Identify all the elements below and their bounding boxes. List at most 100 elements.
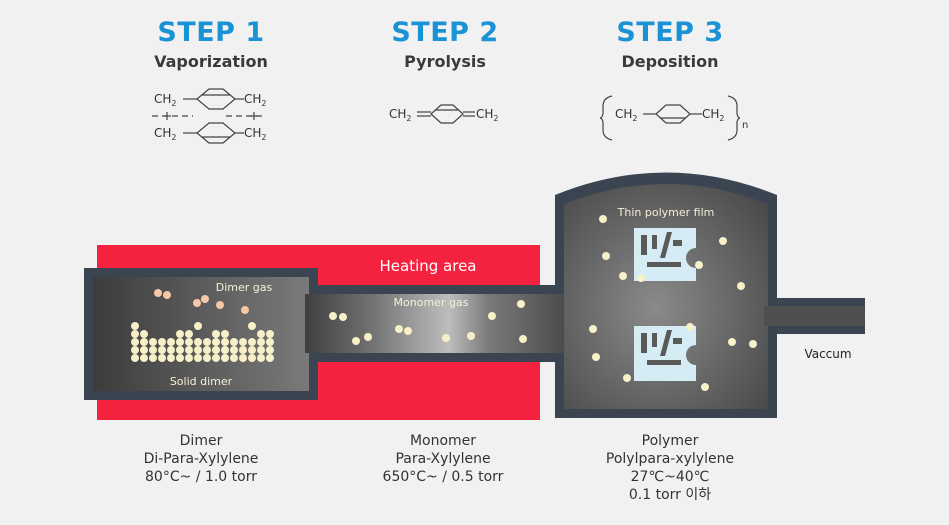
solid-dimer-label: Solid dimer bbox=[170, 375, 233, 388]
solid-dimer-particle bbox=[158, 338, 166, 346]
polymer-caption: Polymer Polylpara-xylylene 27℃~40℃ 0.1 t… bbox=[560, 432, 780, 504]
svg-text:CH2: CH2 bbox=[476, 107, 499, 123]
step-3-name: Deposition bbox=[621, 52, 719, 71]
polymer-formula-text: CH2 CH2 n bbox=[615, 107, 748, 131]
solid-dimer-particle bbox=[140, 346, 148, 354]
caption-compound: Polylpara-xylylene bbox=[605, 451, 735, 467]
step-2-number: STEP 2 bbox=[391, 17, 499, 48]
solid-dimer-particle bbox=[167, 338, 175, 346]
dimer-caption: Dimer Di-Para-Xylylene 80°C~ / 1.0 torr bbox=[91, 432, 311, 486]
solid-dimer-particle bbox=[176, 338, 184, 346]
solid-dimer-particle bbox=[140, 330, 148, 338]
svg-text:CH2: CH2 bbox=[615, 107, 638, 123]
solid-dimer-particle bbox=[176, 330, 184, 338]
solid-dimer-particle bbox=[239, 354, 247, 362]
dimer-formula bbox=[152, 88, 266, 144]
solid-dimer-particle bbox=[239, 346, 247, 354]
solid-dimer-particle bbox=[248, 338, 256, 346]
solid-dimer-particle bbox=[185, 346, 193, 354]
solid-dimer-particle bbox=[248, 354, 256, 362]
svg-text:CH2: CH2 bbox=[154, 126, 177, 142]
solid-dimer-particle bbox=[212, 346, 220, 354]
polymer-formula bbox=[599, 95, 741, 141]
solid-dimer-particle bbox=[257, 346, 265, 354]
step-1-number: STEP 1 bbox=[157, 17, 265, 48]
step-2-name: Pyrolysis bbox=[404, 52, 486, 71]
dimer-gas-label: Dimer gas bbox=[216, 281, 273, 294]
solid-dimer-particle bbox=[140, 354, 148, 362]
caption-temperature: 27℃~40℃ bbox=[630, 469, 710, 485]
solid-dimer-particle bbox=[203, 338, 211, 346]
monomer-formula bbox=[417, 104, 475, 124]
solid-dimer-particle bbox=[221, 338, 229, 346]
solid-dimer-particle bbox=[167, 354, 175, 362]
solid-dimer-particle bbox=[194, 346, 202, 354]
step-3-number: STEP 3 bbox=[616, 17, 724, 48]
caption-pressure: 0.1 torr 이하 bbox=[628, 487, 712, 503]
svg-text:CH2: CH2 bbox=[244, 126, 267, 142]
solid-dimer-particle bbox=[221, 354, 229, 362]
caption-title: Dimer bbox=[179, 433, 223, 449]
caption-compound: Para-Xylylene bbox=[395, 451, 491, 467]
deposition-chamber bbox=[564, 184, 768, 409]
solid-dimer-particle bbox=[185, 330, 193, 338]
solid-dimer-particle bbox=[194, 338, 202, 346]
monomer-formula-text: CH2 CH2 bbox=[389, 107, 499, 123]
solid-dimer-particle bbox=[194, 354, 202, 362]
solid-dimer-particle bbox=[230, 354, 238, 362]
solid-dimer-particle bbox=[158, 346, 166, 354]
svg-text:CH2: CH2 bbox=[702, 107, 725, 123]
solid-dimer-particle bbox=[212, 354, 220, 362]
deposition-particles bbox=[589, 215, 757, 391]
solid-dimer-particle bbox=[149, 338, 157, 346]
caption-compound: Di-Para-Xylylene bbox=[143, 451, 259, 467]
vacuum-outlet bbox=[764, 306, 865, 326]
svg-text:CH2: CH2 bbox=[244, 92, 267, 108]
svg-text:CH2: CH2 bbox=[389, 107, 412, 123]
solid-dimer-particle bbox=[167, 346, 175, 354]
solid-dimer-particle bbox=[266, 338, 274, 346]
caption-conditions: 650°C~ / 0.5 torr bbox=[382, 469, 504, 485]
monomer-caption: Monomer Para-Xylylene 650°C~ / 0.5 torr bbox=[333, 432, 553, 486]
vacuum-label: Vaccum bbox=[804, 347, 851, 361]
solid-dimer-particle bbox=[230, 338, 238, 346]
solid-dimer-particle bbox=[257, 330, 265, 338]
solid-dimer-particle bbox=[140, 338, 148, 346]
step-2: STEP 2 Pyrolysis bbox=[345, 14, 545, 72]
substrate-top bbox=[634, 228, 696, 281]
step-1: STEP 1 Vaporization bbox=[111, 14, 311, 72]
dimer-gas-particles bbox=[154, 289, 249, 314]
monomer-gas-particles bbox=[329, 300, 527, 345]
svg-text:n: n bbox=[742, 120, 748, 131]
solid-dimer-particles bbox=[131, 322, 274, 362]
caption-title: Polymer bbox=[641, 433, 699, 449]
dimer-formula-text: CH2 CH2 CH2 CH2 bbox=[154, 92, 267, 142]
solid-dimer-particle bbox=[248, 322, 256, 330]
thin-film-label: Thin polymer film bbox=[617, 206, 715, 219]
solid-dimer-particle bbox=[131, 338, 139, 346]
solid-dimer-particle bbox=[131, 354, 139, 362]
vaporization-chamber bbox=[93, 277, 309, 391]
svg-text:CH2: CH2 bbox=[154, 92, 177, 108]
solid-dimer-particle bbox=[212, 338, 220, 346]
caption-title: Monomer bbox=[409, 433, 477, 449]
solid-dimer-particle bbox=[149, 346, 157, 354]
solid-dimer-particle bbox=[248, 346, 256, 354]
solid-dimer-particle bbox=[185, 354, 193, 362]
solid-dimer-particle bbox=[221, 330, 229, 338]
solid-dimer-particle bbox=[257, 354, 265, 362]
solid-dimer-particle bbox=[176, 354, 184, 362]
solid-dimer-particle bbox=[158, 354, 166, 362]
solid-dimer-particle bbox=[266, 330, 274, 338]
caption-conditions: 80°C~ / 1.0 torr bbox=[145, 469, 257, 485]
solid-dimer-particle bbox=[131, 322, 139, 330]
solid-dimer-particle bbox=[185, 338, 193, 346]
solid-dimer-particle bbox=[221, 346, 229, 354]
solid-dimer-particle bbox=[266, 354, 274, 362]
step-3: STEP 3 Deposition bbox=[570, 14, 770, 72]
solid-dimer-particle bbox=[176, 346, 184, 354]
solid-dimer-particle bbox=[131, 346, 139, 354]
heating-area-label: Heating area bbox=[380, 257, 477, 275]
solid-dimer-particle bbox=[239, 338, 247, 346]
